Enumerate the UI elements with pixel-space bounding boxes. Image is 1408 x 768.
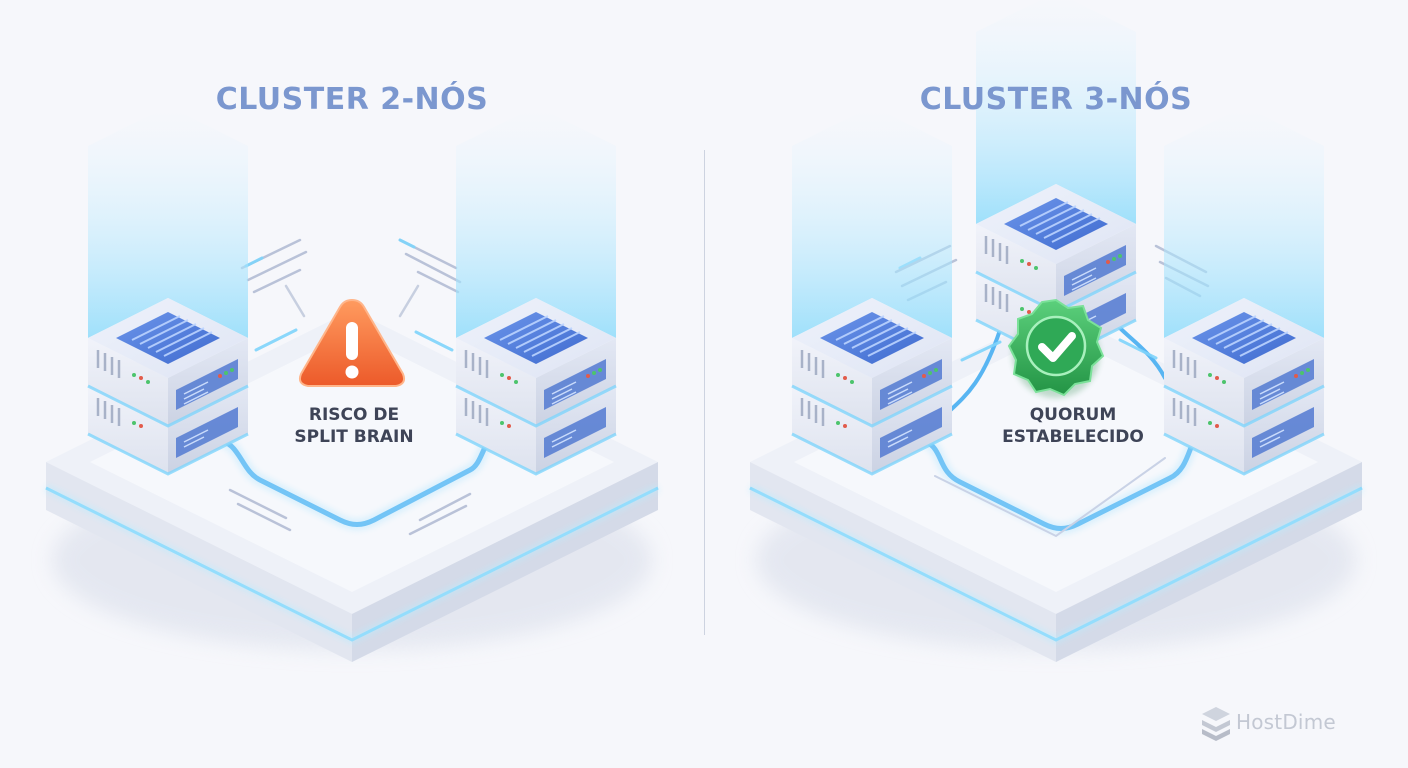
split-brain-label: RISCO DE SPLIT BRAIN: [244, 404, 464, 448]
left-cluster: [44, 106, 660, 662]
left-panel-title: CLUSTER 2-NÓS: [215, 82, 489, 117]
check-badge-icon: [1007, 298, 1105, 398]
quorum-label: QUORUM ESTABELECIDO: [963, 404, 1183, 448]
brand-logo-icon: [1202, 707, 1230, 741]
right-cluster: [748, 0, 1364, 662]
server-node-2: [454, 106, 618, 476]
panel-divider: [704, 150, 705, 635]
server-node-2: [1162, 106, 1326, 476]
quorum-label-line1: QUORUM: [1029, 405, 1117, 425]
server-node-1: [790, 106, 954, 476]
brand-name: HostDime: [1236, 710, 1336, 734]
warning-triangle-icon: [298, 298, 406, 387]
quorum-label-line2: ESTABELECIDO: [1002, 427, 1144, 447]
server-node-1: [86, 106, 250, 476]
right-panel-title: CLUSTER 3-NÓS: [919, 82, 1193, 117]
split-brain-label-line1: RISCO DE: [308, 405, 400, 425]
brand-watermark: HostDime: [1200, 710, 1336, 734]
split-brain-label-line2: SPLIT BRAIN: [294, 427, 414, 447]
